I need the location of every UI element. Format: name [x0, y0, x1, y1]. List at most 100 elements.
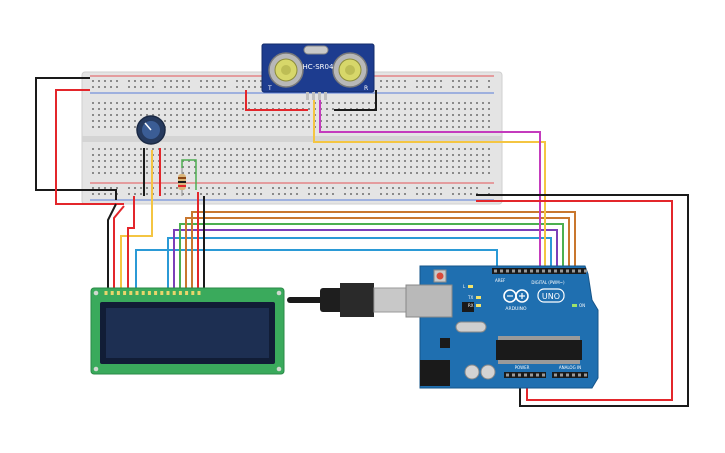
breadboard-hole [200, 166, 202, 168]
breadboard-hole [170, 172, 172, 174]
breadboard-hole [200, 148, 202, 150]
breadboard-hole [452, 108, 454, 110]
breadboard-hole [476, 166, 478, 168]
breadboard-hole [440, 148, 442, 150]
breadboard-hole [104, 102, 106, 104]
breadboard-hole [326, 120, 328, 122]
arduino-uno: L TX RX ON ARDUINO UNO DIGITAL (PWM~) AR… [405, 265, 599, 389]
breadboard-hole [404, 114, 406, 116]
breadboard-hole [104, 80, 106, 82]
breadboard-hole [200, 86, 202, 88]
wire-red-sensor-vcc [245, 90, 308, 111]
breadboard-hole [338, 172, 340, 174]
breadboard-hole [446, 172, 448, 174]
breadboard-hole [290, 166, 292, 168]
breadboard-hole [92, 126, 94, 128]
breadboard-hole [320, 154, 322, 156]
arduino-reset-cap[interactable] [436, 272, 444, 280]
arduino-analog-header [552, 372, 588, 378]
breadboard-hole [362, 154, 364, 156]
breadboard-hole [476, 114, 478, 116]
breadboard-hole [98, 187, 100, 189]
breadboard-hole [368, 187, 370, 189]
breadboard-hole [350, 120, 352, 122]
breadboard-hole [374, 126, 376, 128]
breadboard-hole [98, 108, 100, 110]
breadboard-hole [314, 187, 316, 189]
breadboard-hole [242, 80, 244, 82]
breadboard-hole [242, 193, 244, 195]
breadboard-hole [416, 120, 418, 122]
breadboard-hole [200, 193, 202, 195]
breadboard-hole [122, 166, 124, 168]
breadboard-hole [350, 160, 352, 162]
breadboard-hole [140, 172, 142, 174]
breadboard-hole [332, 166, 334, 168]
breadboard-hole [380, 154, 382, 156]
breadboard-hole [170, 166, 172, 168]
breadboard-hole [164, 80, 166, 82]
breadboard-hole [176, 160, 178, 162]
potentiometer[interactable] [136, 115, 166, 145]
breadboard-hole [284, 160, 286, 162]
breadboard-hole [134, 154, 136, 156]
breadboard-hole [218, 126, 220, 128]
breadboard-hole [140, 166, 142, 168]
breadboard-hole [290, 187, 292, 189]
breadboard-hole [248, 102, 250, 104]
breadboard-hole [386, 126, 388, 128]
breadboard-hole [368, 160, 370, 162]
arduino-header-pin [512, 373, 515, 377]
breadboard-hole [332, 160, 334, 162]
arduino-power-jack [420, 360, 450, 386]
breadboard-hole [476, 80, 478, 82]
breadboard-hole [452, 80, 454, 82]
breadboard-hole [428, 126, 430, 128]
breadboard-hole [272, 120, 274, 122]
arduino-led-l [468, 285, 473, 288]
breadboard-hole [476, 120, 478, 122]
breadboard-hole [200, 80, 202, 82]
breadboard-hole [410, 148, 412, 150]
breadboard-hole [302, 120, 304, 122]
breadboard-hole [428, 108, 430, 110]
breadboard-hole [152, 114, 154, 116]
breadboard-hole [230, 108, 232, 110]
breadboard-hole [110, 120, 112, 122]
breadboard-hole [140, 114, 142, 116]
breadboard-hole [464, 120, 466, 122]
breadboard-hole [146, 86, 148, 88]
breadboard-hole [416, 166, 418, 168]
lcd-screen [106, 308, 269, 358]
breadboard-hole [188, 102, 190, 104]
breadboard-hole [164, 120, 166, 122]
breadboard-hole [368, 166, 370, 168]
breadboard-hole [152, 108, 154, 110]
breadboard-hole [116, 160, 118, 162]
breadboard-hole [326, 160, 328, 162]
breadboard-hole [422, 120, 424, 122]
breadboard-hole [110, 148, 112, 150]
breadboard-hole [446, 154, 448, 156]
breadboard-hole [476, 160, 478, 162]
breadboard-hole [110, 172, 112, 174]
arduino-power-label: POWER [515, 365, 530, 370]
breadboard-hole [302, 102, 304, 104]
breadboard-hole [308, 154, 310, 156]
breadboard-hole [128, 148, 130, 150]
wire-black-left-loop [35, 77, 117, 200]
breadboard-hole [476, 126, 478, 128]
breadboard-hole [422, 148, 424, 150]
breadboard-hole [122, 114, 124, 116]
breadboard-hole [422, 166, 424, 168]
breadboard-hole [218, 114, 220, 116]
breadboard-hole [110, 126, 112, 128]
breadboard-hole [116, 166, 118, 168]
breadboard-hole [452, 172, 454, 174]
arduino-header-pin [584, 373, 587, 377]
breadboard-hole [272, 172, 274, 174]
breadboard-hole [284, 120, 286, 122]
lcd-pin [110, 291, 114, 295]
breadboard-hole [206, 114, 208, 116]
breadboard-hole [218, 120, 220, 122]
